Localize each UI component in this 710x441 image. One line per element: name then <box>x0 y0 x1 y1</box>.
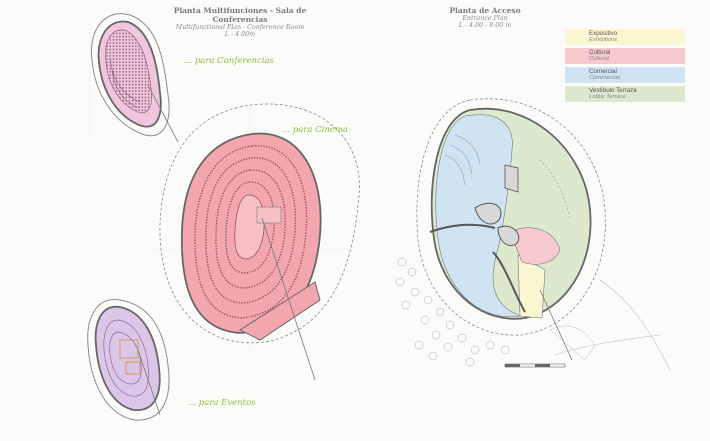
scale-bar <box>504 363 566 368</box>
right-plan-title: Planta de Acceso <box>449 6 521 15</box>
left-plan-title: Planta Multifunciones - Sala de Conferen… <box>173 6 307 24</box>
legend-label: Cultural <box>589 49 611 56</box>
left-plan-title-block: Planta Multifunciones - Sala de Conferen… <box>150 6 330 38</box>
landscape-trees <box>395 257 510 367</box>
legend-swatch-cultural <box>565 48 685 64</box>
legend-swatch-vestibulo <box>565 86 685 102</box>
right-plan-level: L - 4.00 - 8.00 m <box>458 22 512 29</box>
left-plan-level: L - 4.00m <box>224 31 256 38</box>
legend-label-en: Cultural <box>589 56 609 62</box>
legend-label: Expositivo <box>589 30 618 37</box>
events-room-plan <box>87 299 170 421</box>
callout-eventos: ... para Eventos <box>188 398 256 408</box>
legend-swatch-comercial <box>565 67 685 83</box>
cinema-plan <box>150 100 360 381</box>
legend-item-cultural: Cultural Cultural <box>565 48 685 67</box>
legend-label: Vestíbulo Terraza <box>589 87 637 94</box>
right-plan-title-block: Planta de Acceso Entrance Plan L - 4.00 … <box>430 6 540 29</box>
left-plan-subtitle: Multifunctional Plan - Conference Room <box>175 24 305 31</box>
entrance-plan <box>416 98 671 371</box>
legend: Expositivo Exhibitions Cultural Cultural… <box>565 29 685 105</box>
legend-label-en: Exhibitions <box>589 37 618 43</box>
right-plan-subtitle: Entrance Plan <box>462 15 508 22</box>
legend-item-comercial: Comercial Commercial <box>565 67 685 86</box>
legend-swatch-expositivo <box>565 29 685 45</box>
conference-room-plan <box>89 13 179 143</box>
legend-item-vestibulo: Vestíbulo Terraza Lobby Terrace <box>565 86 685 105</box>
legend-label: Comercial <box>589 68 617 75</box>
legend-label-en: Commercial <box>589 75 620 81</box>
legend-item-expositivo: Expositivo Exhibitions <box>565 29 685 48</box>
callout-conferencias: ... para Conferencias <box>184 56 274 66</box>
callout-cinema: ... para Cinema <box>282 125 349 135</box>
legend-label-en: Lobby Terrace <box>589 94 626 100</box>
